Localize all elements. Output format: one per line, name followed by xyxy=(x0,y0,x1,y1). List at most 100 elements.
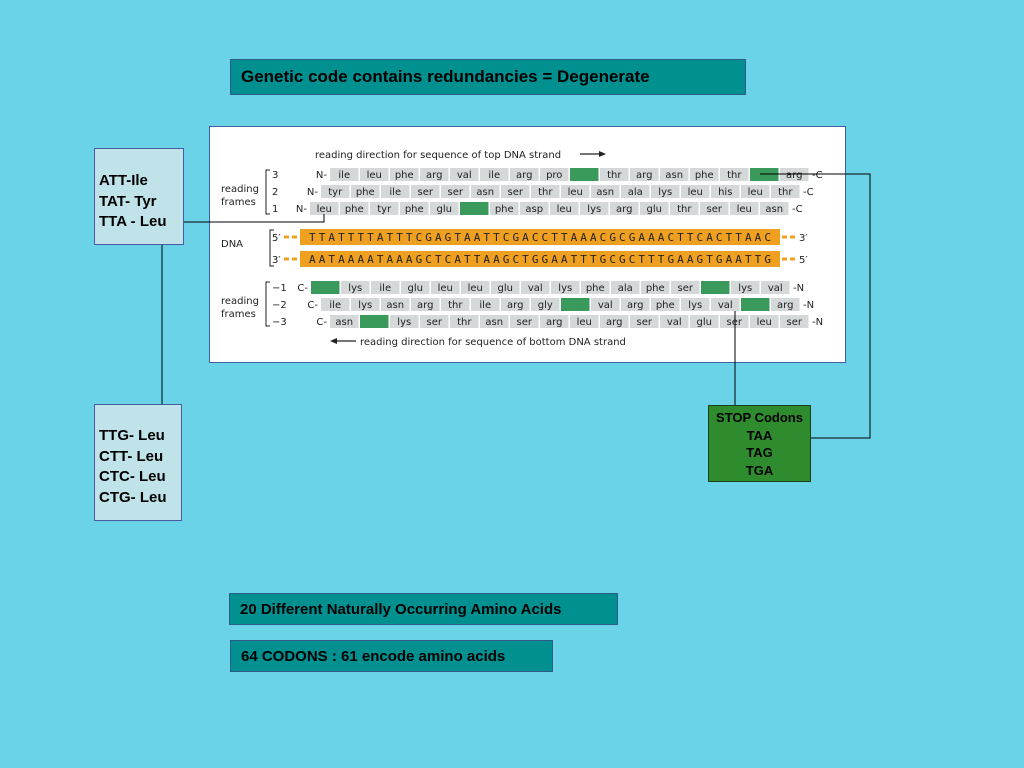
amino-acid-cell xyxy=(480,168,509,181)
amino-acid-cell xyxy=(471,298,500,311)
amino-acid-label: arg xyxy=(636,170,652,181)
amino-acid-cell xyxy=(390,168,419,181)
amino-acid-cell xyxy=(330,315,359,328)
reading-frames-label: frames xyxy=(221,197,256,208)
amino-acid-cell xyxy=(570,315,599,328)
page-title: Genetic code contains redundancies = Deg… xyxy=(230,59,746,95)
amino-acid-label: phe xyxy=(356,187,375,198)
stop-codon: TAG xyxy=(746,445,773,460)
strand-end-label: 5′ xyxy=(799,255,808,266)
codons-note: 64 CODONS : 61 encode amino acids xyxy=(230,640,553,672)
amino-acid-cell xyxy=(370,202,399,215)
amino-acid-cell xyxy=(401,281,430,294)
amino-acid-cell xyxy=(461,281,490,294)
amino-acid-label: lys xyxy=(688,300,702,311)
amino-acid-label: tyr xyxy=(377,204,392,215)
amino-acid-cell xyxy=(641,281,670,294)
amino-acid-cell xyxy=(420,315,449,328)
amino-acid-label: glu xyxy=(697,317,712,328)
amino-acid-label: lys xyxy=(348,283,362,294)
frame-number: −1 xyxy=(272,283,287,294)
amino-acid-cell xyxy=(651,185,680,198)
frame-start-terminal: N- xyxy=(307,187,318,198)
dna-strand-bar xyxy=(300,229,780,245)
amino-acid-cell xyxy=(600,168,629,181)
frame-number: 1 xyxy=(272,204,278,215)
stop-codon: TAA xyxy=(746,427,773,443)
reading-frames-label: reading xyxy=(221,184,259,195)
codon-line: TAT- Tyr xyxy=(99,192,157,210)
amino-acid-label: ile xyxy=(479,300,491,311)
frame-start-terminal: N- xyxy=(316,170,327,181)
stop-codon-cell xyxy=(570,168,599,181)
frame-end-terminal: -C xyxy=(792,204,803,215)
top-direction-label: reading direction for sequence of top DN… xyxy=(315,150,561,161)
stop-codon-cell xyxy=(750,168,779,181)
amino-acid-label: ser xyxy=(508,187,524,198)
amino-acid-label: thr xyxy=(538,187,553,198)
reading-frames-figure: reading direction for sequence of top DN… xyxy=(209,126,846,363)
amino-acid-label: phe xyxy=(656,300,675,311)
stop-codon: TGA xyxy=(745,462,774,478)
amino-acid-label: asn xyxy=(485,317,503,328)
amino-acid-label: ile xyxy=(329,300,341,311)
amino-acid-label: ser xyxy=(637,317,653,328)
amino-acid-label: ser xyxy=(787,317,803,328)
amino-acid-cell xyxy=(531,298,560,311)
amino-acid-cell xyxy=(321,185,350,198)
amino-acid-cell xyxy=(720,168,749,181)
amino-acid-label: leu xyxy=(568,187,583,198)
reading-frames-label: reading xyxy=(221,296,259,307)
amino-acid-cell xyxy=(630,315,659,328)
amino-acid-label: asn xyxy=(665,170,683,181)
amino-acid-label: glu xyxy=(408,283,423,294)
amino-acid-label: gly xyxy=(538,300,553,311)
codon-line: TTG- Leu xyxy=(99,427,165,444)
amino-acid-label: leu xyxy=(688,187,703,198)
amino-acid-cell xyxy=(610,202,639,215)
frame-start-terminal: C- xyxy=(307,300,318,311)
stop-codon-cell xyxy=(360,315,389,328)
amino-acid-cell xyxy=(521,281,550,294)
amino-acid-label: asn xyxy=(765,204,783,215)
amino-acid-cell xyxy=(561,185,590,198)
dna-strand-bar xyxy=(300,251,780,267)
amino-acid-cell xyxy=(731,281,760,294)
codon-line: TTA - Leu xyxy=(99,213,167,230)
stop-codon-cell xyxy=(561,298,590,311)
amino-acid-label: arg xyxy=(516,170,532,181)
amino-acid-cell xyxy=(611,281,640,294)
amino-acid-cell xyxy=(580,202,609,215)
bracket xyxy=(265,169,270,215)
frame-number: −3 xyxy=(272,317,287,328)
amino-acid-cell xyxy=(411,185,440,198)
amino-acid-label: phe xyxy=(395,170,414,181)
stop-codon-cell xyxy=(701,281,730,294)
amino-acid-cell xyxy=(450,168,479,181)
stop-codons-heading: STOP Codons xyxy=(716,410,803,425)
amino-acid-label: arg xyxy=(417,300,433,311)
amino-acid-cell xyxy=(340,202,369,215)
frame-number: −2 xyxy=(272,300,287,311)
amino-acid-label: ser xyxy=(427,317,443,328)
amino-acid-label: ser xyxy=(707,204,723,215)
amino-acid-label: asn xyxy=(335,317,353,328)
amino-acid-label: arg xyxy=(507,300,523,311)
amino-acid-cell xyxy=(621,185,650,198)
amino-acid-label: leu xyxy=(438,283,453,294)
dna-label: DNA xyxy=(221,239,243,250)
amino-acid-label: val xyxy=(667,317,682,328)
amino-acid-cell xyxy=(681,298,710,311)
amino-acid-label: phe xyxy=(495,204,514,215)
amino-acid-cell xyxy=(550,202,579,215)
amino-acid-cell xyxy=(400,202,429,215)
amino-acid-cell xyxy=(660,315,689,328)
amino-acid-cell xyxy=(690,315,719,328)
amino-acid-cell xyxy=(441,298,470,311)
amino-acid-cell xyxy=(621,298,650,311)
amino-acid-label: glu xyxy=(498,283,513,294)
frame-start-terminal: C- xyxy=(316,317,327,328)
stop-codon-cell xyxy=(311,281,340,294)
bracket xyxy=(269,229,274,267)
amino-acid-cell xyxy=(321,298,350,311)
